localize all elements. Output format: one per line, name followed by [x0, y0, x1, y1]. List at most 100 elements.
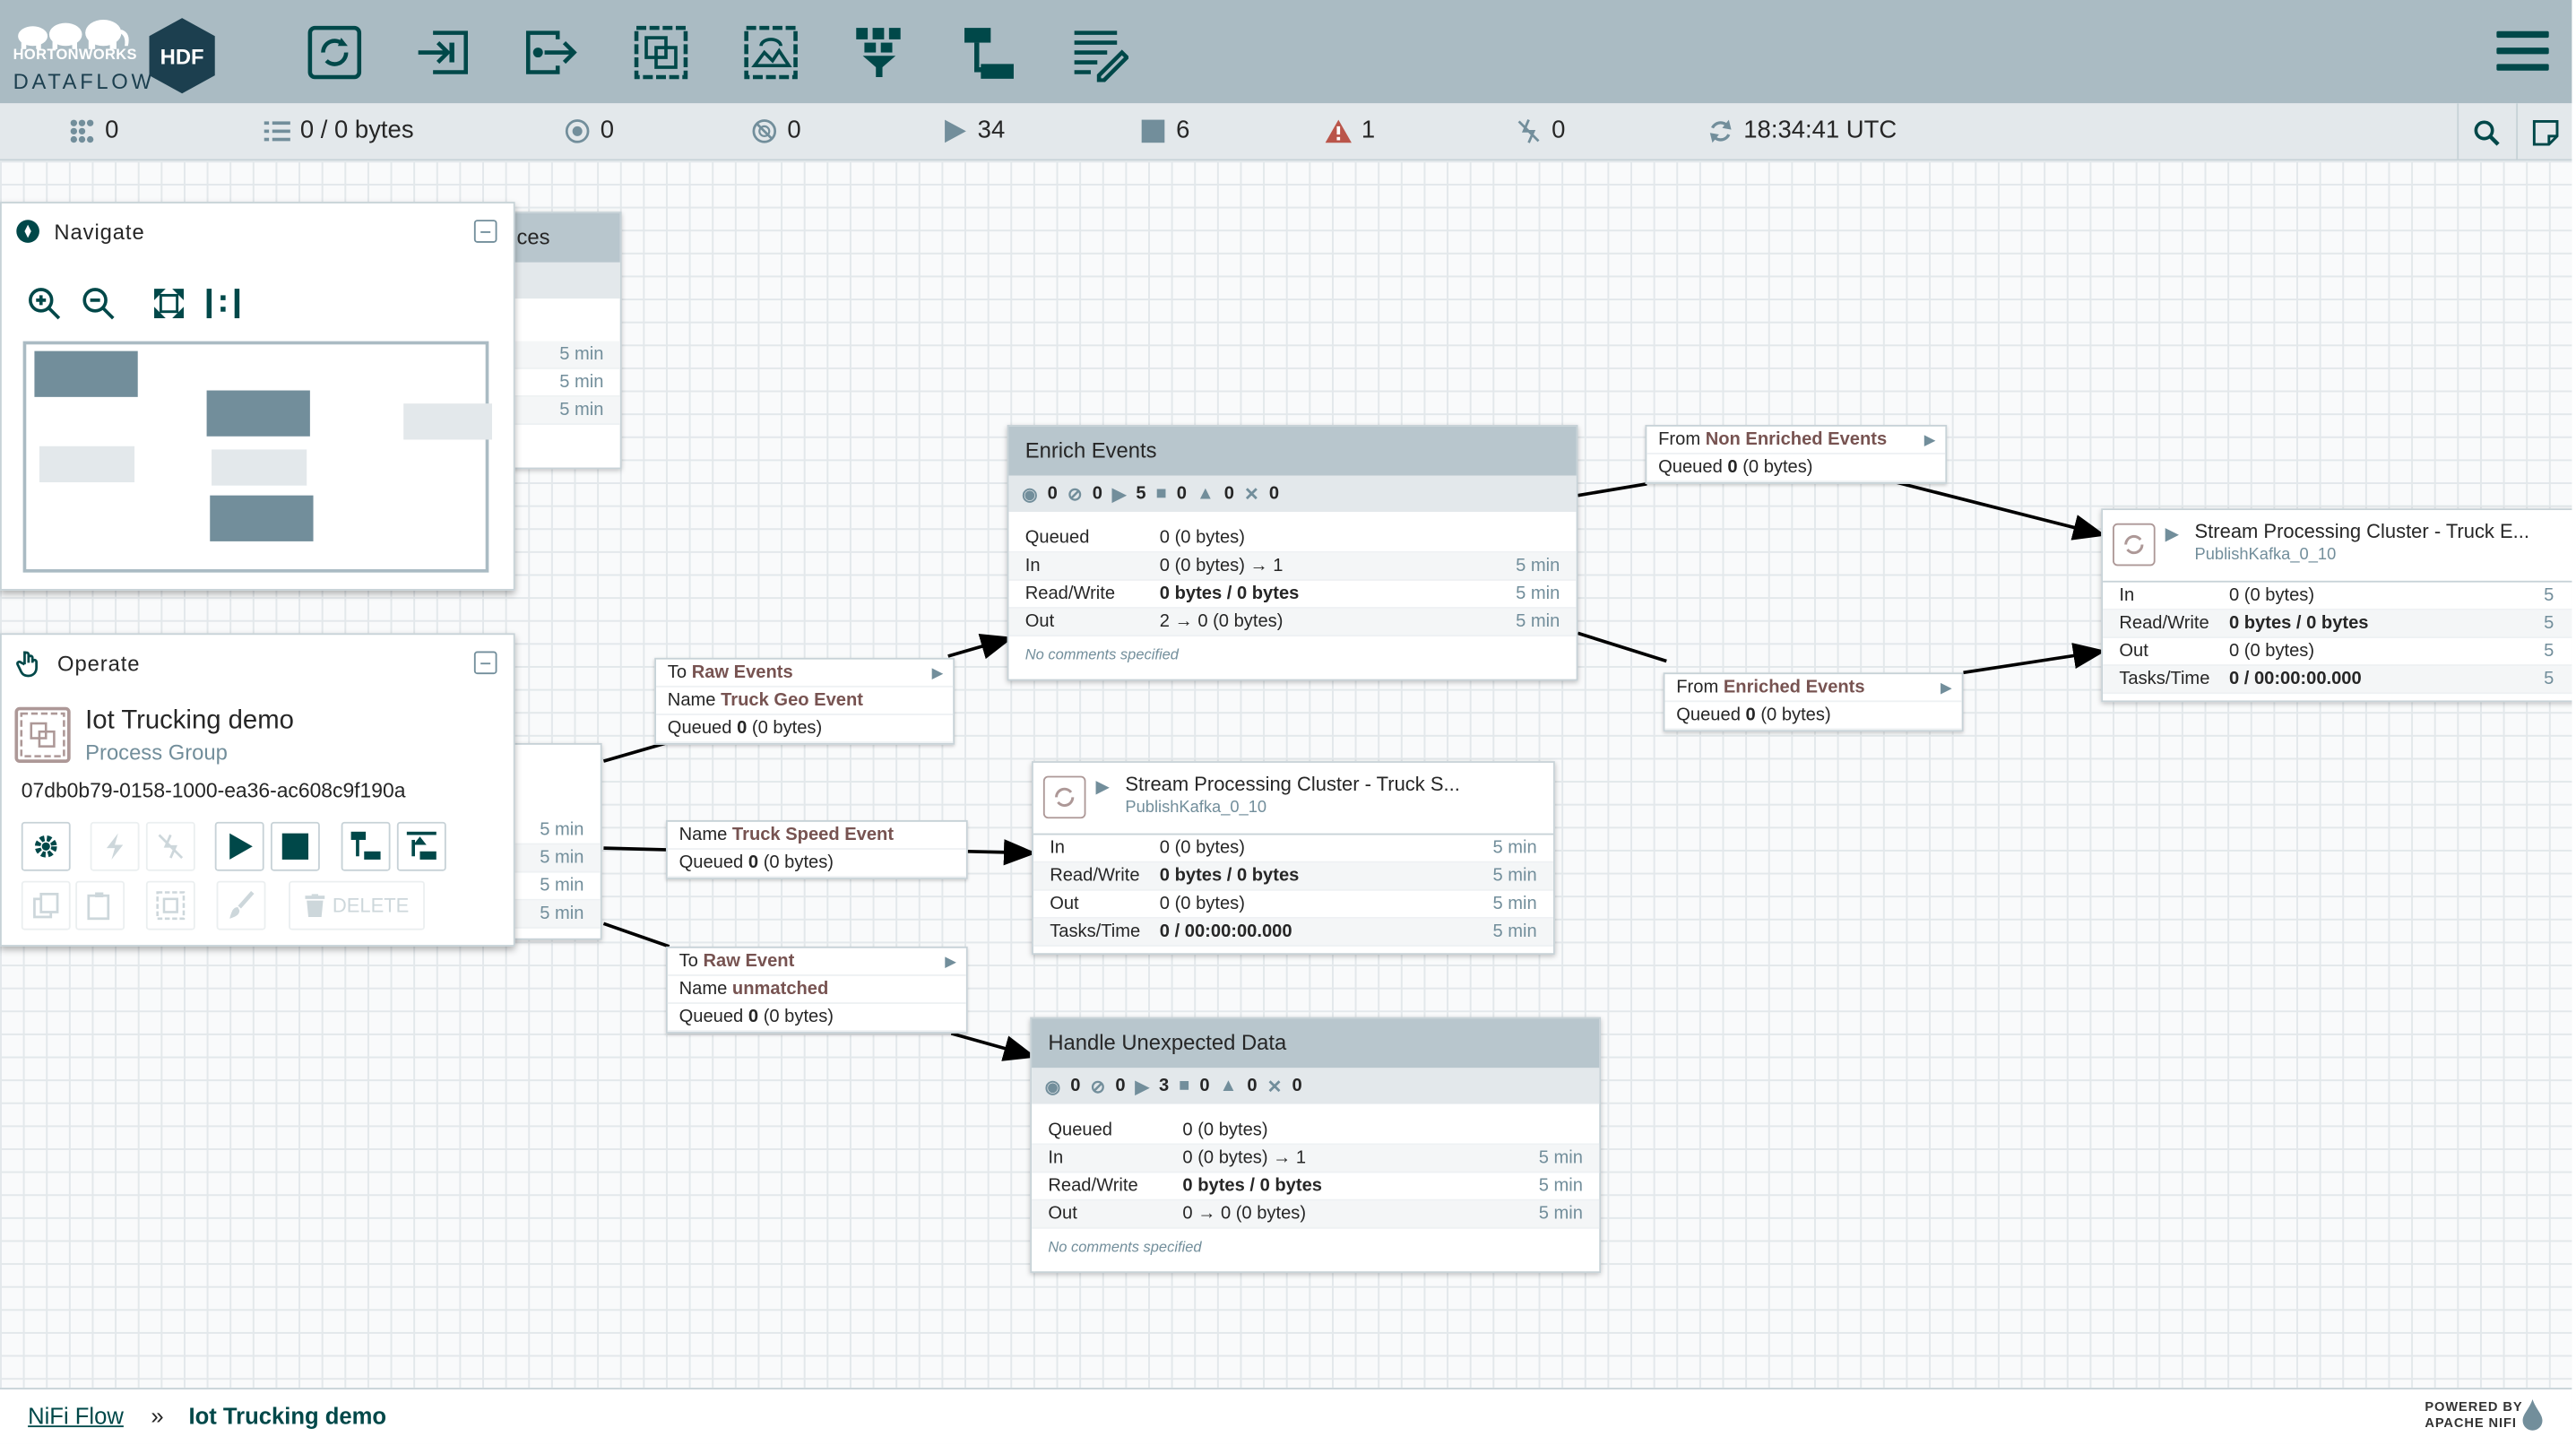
funnel-icon[interactable] — [846, 20, 912, 85]
template-icon[interactable] — [956, 20, 1022, 85]
not-transmitting-count: 0 — [787, 116, 801, 145]
processor-header: ▶ Stream Processing Cluster - Truck E...… — [2103, 510, 2572, 583]
breadcrumb-current[interactable]: Iot Trucking demo — [188, 1402, 387, 1429]
disable-button[interactable] — [145, 821, 195, 871]
running-status: 34 — [941, 117, 1005, 144]
header: HORTONWORKS DATAFLOW HDF — [0, 0, 2572, 104]
lightning-icon — [106, 833, 124, 860]
gear-icon — [34, 835, 57, 858]
trash-icon — [304, 894, 324, 917]
processor-stream-processing-events[interactable]: ▶ Stream Processing Cluster - Truck E...… — [2101, 508, 2572, 703]
disabled-count: 0 — [1552, 116, 1566, 145]
connection-truck-speed[interactable]: Name Truck Speed Event Queued 0 (0 bytes… — [665, 820, 968, 879]
color-button[interactable] — [216, 880, 266, 930]
route-processor-row: 5 min — [493, 817, 601, 845]
stopped-count: 6 — [1176, 116, 1190, 145]
process-group-title: Enrich Events — [1008, 426, 1577, 476]
disabled-icon: ✕ — [1266, 1077, 1283, 1097]
connection-raw-event-unmatched[interactable]: To Raw Event▶ Name unmatched Queued 0 (0… — [665, 946, 968, 1034]
paste-button[interactable] — [75, 880, 125, 930]
powered-by-nifi: POWERED BY APACHE NIFI — [2425, 1399, 2522, 1432]
upload-template-button[interactable] — [396, 821, 446, 871]
actual-size-button[interactable] — [200, 281, 246, 326]
birdseye-view[interactable] — [22, 341, 499, 573]
logo-brand-bottom: DATAFLOW — [13, 68, 155, 94]
connection-source: From Enriched Events▶ — [1664, 674, 1962, 703]
arrow-right-icon: ▶ — [1923, 431, 1936, 448]
last-refreshed-status: 18:34:41 UTC — [1707, 117, 1897, 144]
navigate-header[interactable]: Navigate — [2, 203, 514, 259]
stop-button[interactable] — [270, 821, 320, 871]
not-transmitting-icon: ⊘ — [1090, 1077, 1106, 1097]
play-icon: ▶ — [1111, 484, 1127, 505]
queued-value: 0 / 0 bytes — [299, 116, 414, 145]
disabled-icon — [1517, 118, 1540, 143]
connection-non-enriched-events[interactable]: From Non Enriched Events▶ Queued 0 (0 by… — [1645, 424, 1948, 484]
navigate-panel: Navigate — [0, 202, 515, 591]
compass-icon — [16, 220, 39, 243]
warning-icon: ▲ — [1196, 483, 1215, 504]
route-processor-partial[interactable]: 5 min 5 min 5 min 5 min — [492, 742, 602, 940]
process-group-handle-unexpected[interactable]: Handle Unexpected Data ◉0 ⊘0 ▶3 ■0 ▲0 ✕0… — [1030, 1017, 1602, 1274]
list-icon — [264, 120, 290, 141]
actual-size-icon — [206, 289, 240, 319]
processor-name: Stream Processing Cluster - Truck E... — [2194, 520, 2529, 543]
delete-label: DELETE — [332, 894, 410, 917]
process-group-partial-row: 5 min — [493, 369, 620, 397]
collapse-navigate-icon[interactable] — [473, 220, 497, 243]
copy-button[interactable] — [21, 880, 71, 930]
processor-icon[interactable] — [302, 20, 367, 85]
bulletin-board-button[interactable] — [2516, 103, 2572, 161]
connection-enriched-events[interactable]: From Enriched Events▶ Queued 0 (0 bytes) — [1663, 672, 1964, 732]
disabled-status: 0 — [1516, 116, 1566, 145]
output-port-icon[interactable] — [518, 20, 583, 85]
connection-name: Name Truck Geo Event — [656, 688, 954, 715]
svg-text:HDF: HDF — [160, 45, 204, 69]
fit-button[interactable] — [146, 281, 192, 326]
not-transmitting-status: 0 — [751, 117, 801, 144]
zoom-out-icon — [82, 288, 115, 320]
operate-header[interactable]: Operate — [2, 635, 514, 690]
enable-button[interactable] — [90, 821, 140, 871]
start-button[interactable] — [214, 821, 264, 871]
run-status-icon: ▶ — [2165, 524, 2180, 545]
process-group-icon — [14, 706, 71, 763]
invalid-count: 1 — [1361, 116, 1376, 145]
search-button[interactable] — [2457, 103, 2512, 161]
group-button[interactable] — [145, 880, 195, 930]
connection-raw-events[interactable]: To Raw Events▶ Name Truck Geo Event Queu… — [654, 657, 955, 745]
zoom-out-button[interactable] — [75, 281, 121, 326]
input-port-icon[interactable] — [411, 20, 476, 85]
global-menu-icon[interactable] — [2496, 26, 2549, 75]
delete-button[interactable]: DELETE — [289, 880, 425, 930]
zoom-in-button[interactable] — [22, 281, 67, 326]
processor-stream-processing-speed[interactable]: ▶ Stream Processing Cluster - Truck S...… — [1032, 761, 1555, 956]
route-processor-row: 5 min — [493, 873, 601, 901]
process-group-stats: ◉0 ⊘0 ▶3 ■0 ▲0 ✕0 — [1032, 1068, 1600, 1104]
refresh-icon[interactable] — [1707, 117, 1733, 143]
remote-process-group-icon[interactable] — [739, 20, 804, 85]
transmitting-ports-count: 0 — [600, 116, 615, 145]
birdseye-components — [34, 350, 499, 541]
processor-icon — [1042, 775, 1086, 819]
collapse-operate-icon[interactable] — [473, 651, 497, 675]
processor-type: PublishKafka_0_10 — [2194, 546, 2337, 565]
process-group-icon[interactable] — [628, 20, 694, 85]
breadcrumb-root[interactable]: NiFi Flow — [28, 1402, 124, 1429]
label-icon[interactable] — [1067, 20, 1132, 85]
create-template-button[interactable] — [341, 821, 391, 871]
configure-button[interactable] — [21, 821, 71, 871]
processor-icon — [2113, 523, 2156, 567]
hand-pointer-icon — [16, 651, 38, 678]
operate-panel: Operate Iot Trucking demo Process Group … — [0, 633, 515, 947]
